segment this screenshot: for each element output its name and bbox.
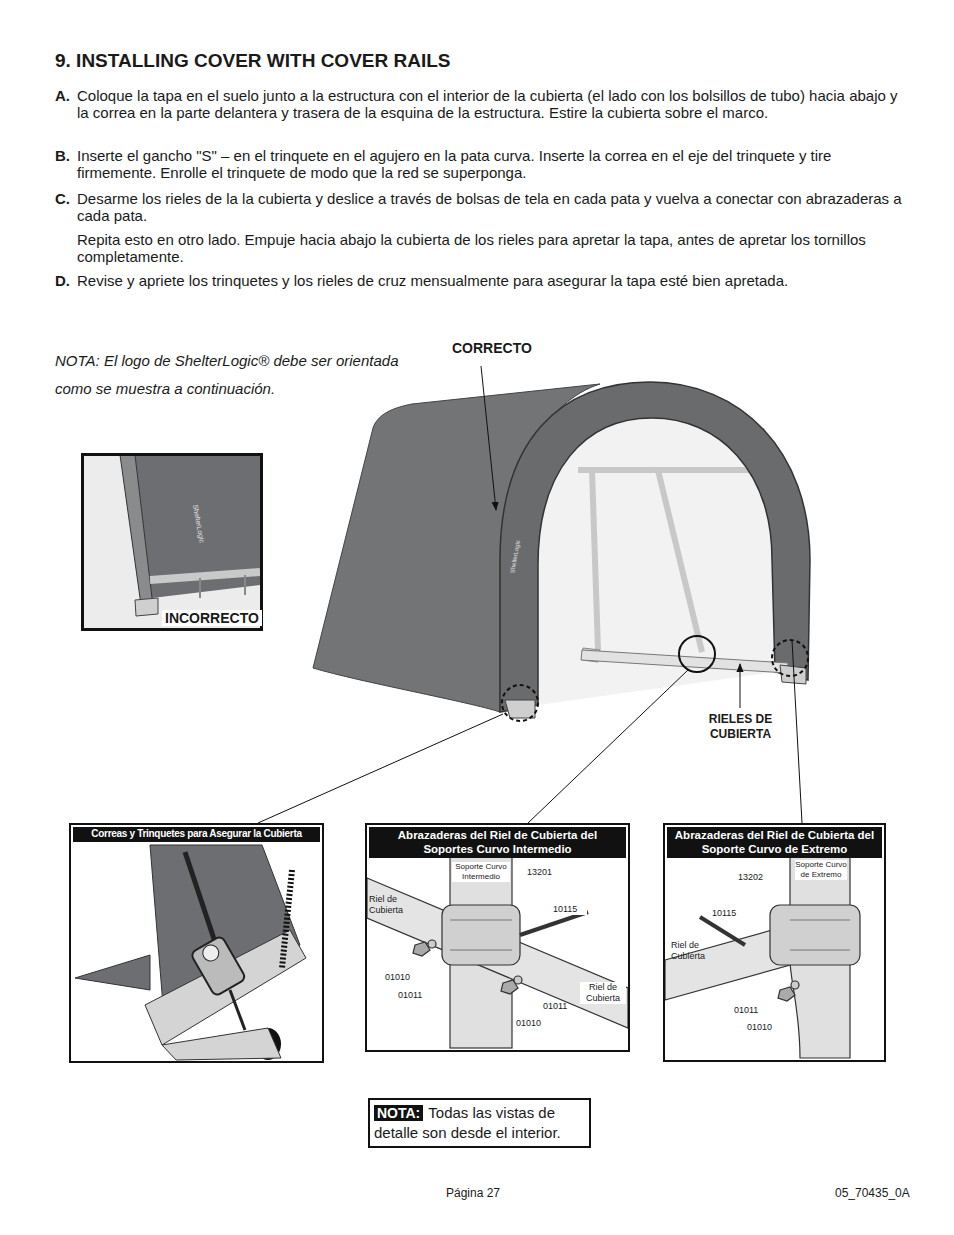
callout-label: CORRECTO <box>452 340 542 357</box>
illustration-part <box>150 572 260 580</box>
part-number: 01010 <box>385 972 419 983</box>
illustration-part <box>772 640 808 676</box>
part-number: 01010 <box>747 1022 781 1033</box>
illustration-part <box>442 905 520 965</box>
step-letter: A. <box>55 87 77 104</box>
callout-label: RIELES DE CUBIERTA <box>703 712 778 742</box>
panel-heading: Correas y Trinquetes para Asegurar la Cu… <box>73 827 320 842</box>
step-text: Coloque la tapa en el suelo junto a la e… <box>77 87 903 121</box>
illustration-part <box>791 981 799 989</box>
ratchet-drawing <box>75 845 306 1060</box>
section-title: 9. INSTALLING COVER WITH COVER RAILS <box>55 50 451 72</box>
part-name: Riel de Cubierta <box>369 894 419 916</box>
clamp-intermediate-drawing <box>367 850 628 1048</box>
part-number: 01011 <box>543 1001 577 1012</box>
illustration-part <box>258 714 503 823</box>
illustration-part <box>528 670 688 823</box>
detail-panel: Abrazaderas del Riel de Cubierta del Sop… <box>365 823 630 1052</box>
step-letter: B. <box>55 147 77 164</box>
part-name: Riel de Cubierta <box>580 982 626 1004</box>
document-code: 05_70435_0A <box>835 1186 925 1200</box>
illustration-part <box>500 382 810 712</box>
part-number: 01011 <box>734 1005 768 1016</box>
incorrect-inset-box: INCORRECTO <box>81 453 263 631</box>
illustration-part <box>520 912 588 935</box>
illustration-part <box>514 976 522 984</box>
illustration-part <box>135 598 158 616</box>
part-number: 10115 <box>553 904 587 915</box>
illustration-part <box>230 990 245 1030</box>
step-text: Inserte el gancho "S" – en el trinquete … <box>77 147 903 181</box>
illustration-part <box>367 878 628 1028</box>
illustration-part <box>450 920 512 950</box>
illustration-part <box>185 852 215 942</box>
shelter-drawing <box>313 382 810 721</box>
part-name: Soporte Curvo de Extremo <box>795 860 847 880</box>
illustration-part <box>83 455 260 628</box>
step-letter: C. <box>55 190 77 207</box>
illustration-part <box>162 1028 281 1060</box>
illustration-part <box>581 650 788 673</box>
illustration-part <box>505 700 535 718</box>
part-number: 01011 <box>398 990 432 1001</box>
step-text: Desarme los rieles de la la cubierta y d… <box>77 190 903 224</box>
panel-heading: Abrazaderas del Riel de Cubierta del Sop… <box>369 827 626 858</box>
leader-lines <box>258 366 802 823</box>
step-text: Revise y apriete los trinquetes y los ri… <box>77 272 903 289</box>
page-number: Página 27 <box>446 1186 526 1200</box>
illustration-part <box>740 664 741 708</box>
part-name: Riel de Cubierta <box>671 940 721 962</box>
illustration-part <box>75 955 150 990</box>
illustration-part <box>658 470 702 652</box>
orientation-note: NOTA: El logo de ShelterLogic® debe ser … <box>55 347 400 403</box>
illustration-part <box>200 942 222 964</box>
part-number: 13202 <box>738 872 772 883</box>
illustration-part <box>592 470 598 650</box>
illustration-part <box>481 366 496 510</box>
illustration-part <box>200 575 245 598</box>
illustration-part <box>792 640 802 823</box>
illustration-part <box>700 917 745 945</box>
step-letter: D. <box>55 272 77 289</box>
illustration-part <box>502 685 538 721</box>
illustration-part <box>780 665 806 684</box>
illustration-part <box>790 920 850 950</box>
illustration-part <box>120 455 152 612</box>
incorrect-label: INCORRECTO <box>162 610 262 626</box>
illustration-part <box>135 455 260 598</box>
illustration-part <box>190 935 246 996</box>
panel-heading: Abrazaderas del Riel de Cubierta del Sop… <box>667 827 882 858</box>
step-text: Repita esto en otro lado. Empuje hacia a… <box>77 231 903 265</box>
note-badge: NOTA: <box>374 1105 423 1121</box>
illustration-part <box>190 935 246 996</box>
detail-panel: Correas y Trinquetes para Asegurar la Cu… <box>69 823 324 1063</box>
illustration-part <box>282 870 292 968</box>
clamp-end-drawing <box>665 850 860 1058</box>
illustration-part <box>770 905 860 965</box>
illustration-part <box>778 987 795 1001</box>
note-box: NOTA:Todas las vistas de detalle son des… <box>368 1098 591 1148</box>
inset-drawing <box>83 455 260 628</box>
illustration-part <box>679 636 715 672</box>
part-name: Soporte Curvo Intermedio <box>452 862 510 882</box>
part-number: 01010 <box>516 1018 550 1029</box>
part-number: 13201 <box>527 867 561 878</box>
illustration-part <box>428 940 436 948</box>
illustration-part <box>578 467 770 473</box>
part-number: 10115 <box>712 908 746 919</box>
